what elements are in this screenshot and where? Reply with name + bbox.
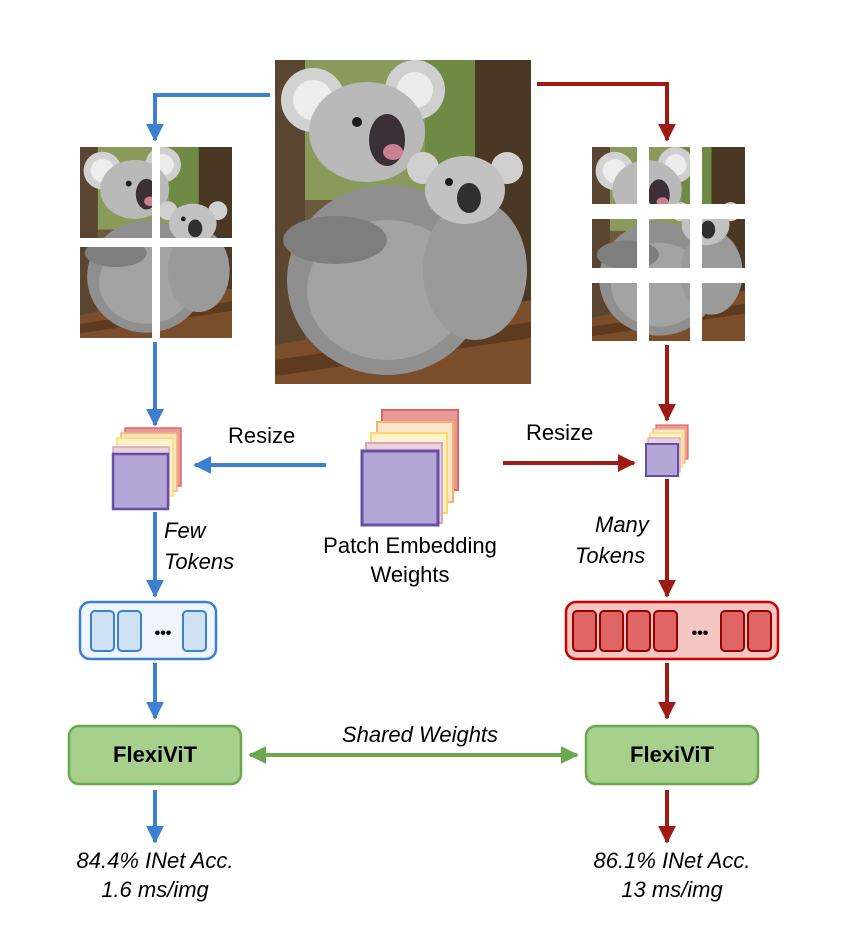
flexivit-box-left: [67, 724, 243, 786]
token: [117, 610, 142, 652]
result-right-accuracy: 86.1% INet Acc.: [594, 848, 751, 873]
small-embedding-stack-right: [645, 424, 689, 477]
token-ellipsis: •••: [155, 625, 172, 642]
many-tokens-label-2: Tokens: [575, 543, 645, 568]
koala-image: [275, 60, 531, 384]
result-right-latency: 13 ms/img: [621, 877, 723, 902]
image-to-few-patches-arrow: [146, 93, 270, 142]
few-token-sequence: •••: [78, 600, 218, 661]
token: [626, 610, 651, 652]
token: [572, 610, 597, 652]
shared-weights-label: Shared Weights: [342, 722, 498, 747]
token: [653, 610, 678, 652]
token: [747, 610, 772, 652]
flexivit-label-right: FlexiViT: [630, 742, 715, 767]
few-tokens-label-2: Tokens: [164, 549, 234, 574]
resize-left-label: Resize: [228, 423, 295, 448]
patches-many: [592, 147, 745, 341]
token: [599, 610, 624, 652]
token: [720, 610, 745, 652]
many-tokens-label: Many: [595, 512, 651, 537]
image-to-many-patches-arrow: [537, 82, 676, 142]
resize-right-label: Resize: [526, 420, 593, 445]
few-tokens-label: Few: [164, 518, 208, 543]
patches-few: [80, 147, 232, 338]
token: [90, 610, 115, 652]
patch-embedding-label-weights: Weights: [370, 562, 449, 587]
token-ellipsis: •••: [692, 625, 709, 642]
flexivit-label-left: FlexiViT: [113, 742, 198, 767]
patch-embedding-label: Patch Embedding: [323, 533, 497, 558]
many-token-sequence: •••: [564, 600, 780, 661]
small-embedding-stack-left: [111, 427, 182, 511]
result-left-latency: 1.6 ms/img: [101, 877, 209, 902]
result-left-accuracy: 84.4% INet Acc.: [77, 848, 234, 873]
token: [182, 610, 207, 652]
patch-embedding-weights-stack: [360, 409, 459, 527]
flexivit-box-right: [584, 724, 760, 786]
